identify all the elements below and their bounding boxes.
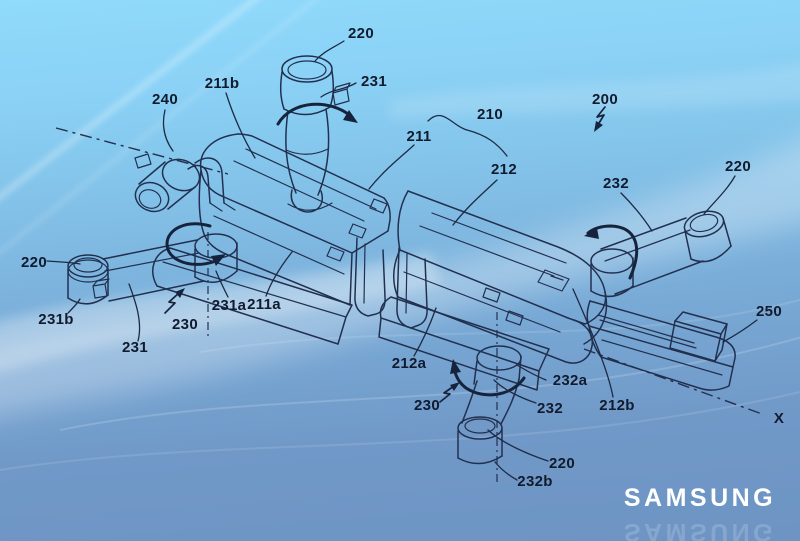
right-body-upper-212 bbox=[393, 190, 608, 364]
callout-250: 250 bbox=[756, 303, 782, 320]
callout-231-top: 231 bbox=[361, 73, 387, 90]
callout-220-right: 220 bbox=[725, 158, 751, 175]
callout-232-bottom: 232 bbox=[537, 400, 563, 417]
callout-220-bottom: 220 bbox=[549, 455, 575, 472]
callout-231b: 231b bbox=[38, 311, 73, 328]
left-body-upper-211 bbox=[198, 133, 391, 306]
pointer-bolt-230-bottom bbox=[439, 382, 460, 403]
callout-220-left: 220 bbox=[21, 254, 47, 271]
callout-230-bottom: 230 bbox=[414, 397, 440, 414]
callout-230-left: 230 bbox=[172, 316, 198, 333]
left-body-lower-211a bbox=[152, 247, 353, 345]
leader-lines bbox=[46, 40, 758, 481]
callout-212a: 212a bbox=[392, 355, 427, 372]
callout-211: 211 bbox=[406, 128, 431, 145]
bottom-arm-232 bbox=[457, 312, 522, 484]
background-waves bbox=[0, 0, 800, 417]
callout-axis-x: X bbox=[774, 410, 784, 427]
right-body-lower-212a bbox=[378, 296, 550, 391]
callout-211a: 211a bbox=[247, 296, 281, 313]
axis-line-left bbox=[55, 127, 229, 336]
callout-232a: 232a bbox=[553, 372, 588, 389]
callout-211b: 211b bbox=[205, 75, 240, 92]
battery-250 bbox=[586, 300, 736, 391]
right-arm-232 bbox=[590, 210, 732, 298]
axis-line-x bbox=[583, 348, 763, 415]
callout-240: 240 bbox=[152, 91, 178, 108]
top-arm-231 bbox=[279, 55, 351, 213]
callout-200: 200 bbox=[592, 91, 618, 108]
callout-210: 210 bbox=[477, 106, 503, 123]
rotation-arrow-bottom bbox=[450, 359, 526, 397]
camera-240 bbox=[134, 153, 236, 213]
pointer-bolts bbox=[164, 106, 606, 403]
samsung-logo-reflection: SAMSUNG bbox=[624, 518, 776, 541]
pointer-bolt-230-left bbox=[164, 288, 185, 314]
callout-232-right: 232 bbox=[603, 175, 629, 192]
rotation-arrows bbox=[165, 102, 639, 397]
callout-231a: 231a bbox=[212, 297, 247, 314]
callout-220-top: 220 bbox=[348, 25, 374, 42]
rotation-arrow-left bbox=[165, 222, 226, 266]
pointer-bolt-200 bbox=[594, 106, 606, 132]
samsung-wordmark: SAMSUNG SAMSUNG bbox=[624, 484, 776, 541]
callout-231-left: 231 bbox=[122, 339, 148, 356]
drone-patent-drawing bbox=[46, 40, 763, 484]
callout-labels: 220 231 211b 240 200 210 211 212 232 220… bbox=[21, 25, 784, 490]
callout-212: 212 bbox=[491, 161, 517, 178]
samsung-logo-text: SAMSUNG bbox=[624, 484, 776, 512]
callout-212b: 212b bbox=[599, 397, 634, 414]
callout-232b: 232b bbox=[517, 473, 552, 490]
rotation-arrow-top bbox=[276, 102, 358, 126]
rotation-arrow-right bbox=[584, 224, 639, 280]
